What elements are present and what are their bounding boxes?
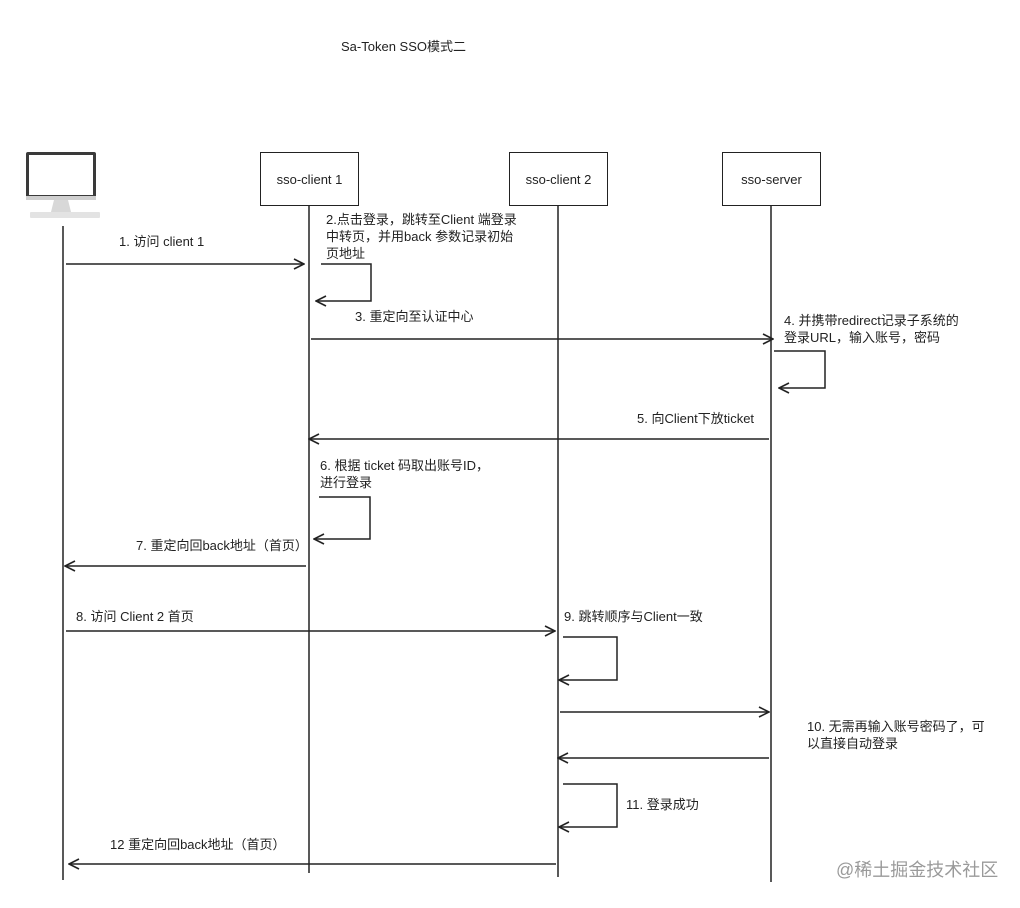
actor-sso-client-1: sso-client 1 [260, 152, 359, 206]
step-5-label: 5. 向Client下放ticket [637, 411, 755, 426]
actor-sso-client-2-label: sso-client 2 [525, 171, 592, 187]
step-10-label: 10. 无需再输入账号密码了，可以直接自动登录 [807, 719, 985, 751]
step-12-label: 12 重定向回back地址（首页） [110, 837, 286, 852]
step-11-label: 11. 登录成功 [626, 797, 699, 812]
msg-6-self-arrow [314, 496, 371, 539]
step-9-label: 9. 跳转顺序与Client一致 [564, 609, 703, 624]
actor-sso-server: sso-server [722, 152, 821, 206]
watermark: @稀土掘金技术社区 [836, 860, 999, 880]
step-7-label: 7. 重定向回back地址（首页） [136, 538, 308, 553]
actor-sso-client-2: sso-client 2 [509, 152, 608, 206]
step-4-label: 4. 并携带redirect记录子系统的登录URL，输入账号，密码 [784, 313, 959, 345]
step-6-label: 6. 根据 ticket 码取出账号ID，进行登录 [320, 458, 490, 490]
msg-11-self-arrow [559, 783, 618, 827]
step-2-label: 2.点击登录，跳转至Client 端登录中转页，并用back 参数记录初始页地址 [326, 212, 517, 261]
msg-2-self-arrow [316, 263, 372, 301]
step-1-label: 1. 访问 client 1 [119, 234, 205, 249]
actor-sso-server-label: sso-server [741, 171, 802, 187]
actor-sso-client-1-label: sso-client 1 [276, 171, 343, 187]
step-8-label: 8. 访问 Client 2 首页 [76, 609, 194, 624]
diagram-title: Sa-Token SSO模式二 [341, 39, 466, 54]
computer-monitor-icon [26, 152, 100, 218]
msg-9-self-arrow [559, 636, 618, 680]
msg-4-self-arrow [774, 350, 826, 388]
step-3-label: 3. 重定向至认证中心 [355, 309, 474, 324]
